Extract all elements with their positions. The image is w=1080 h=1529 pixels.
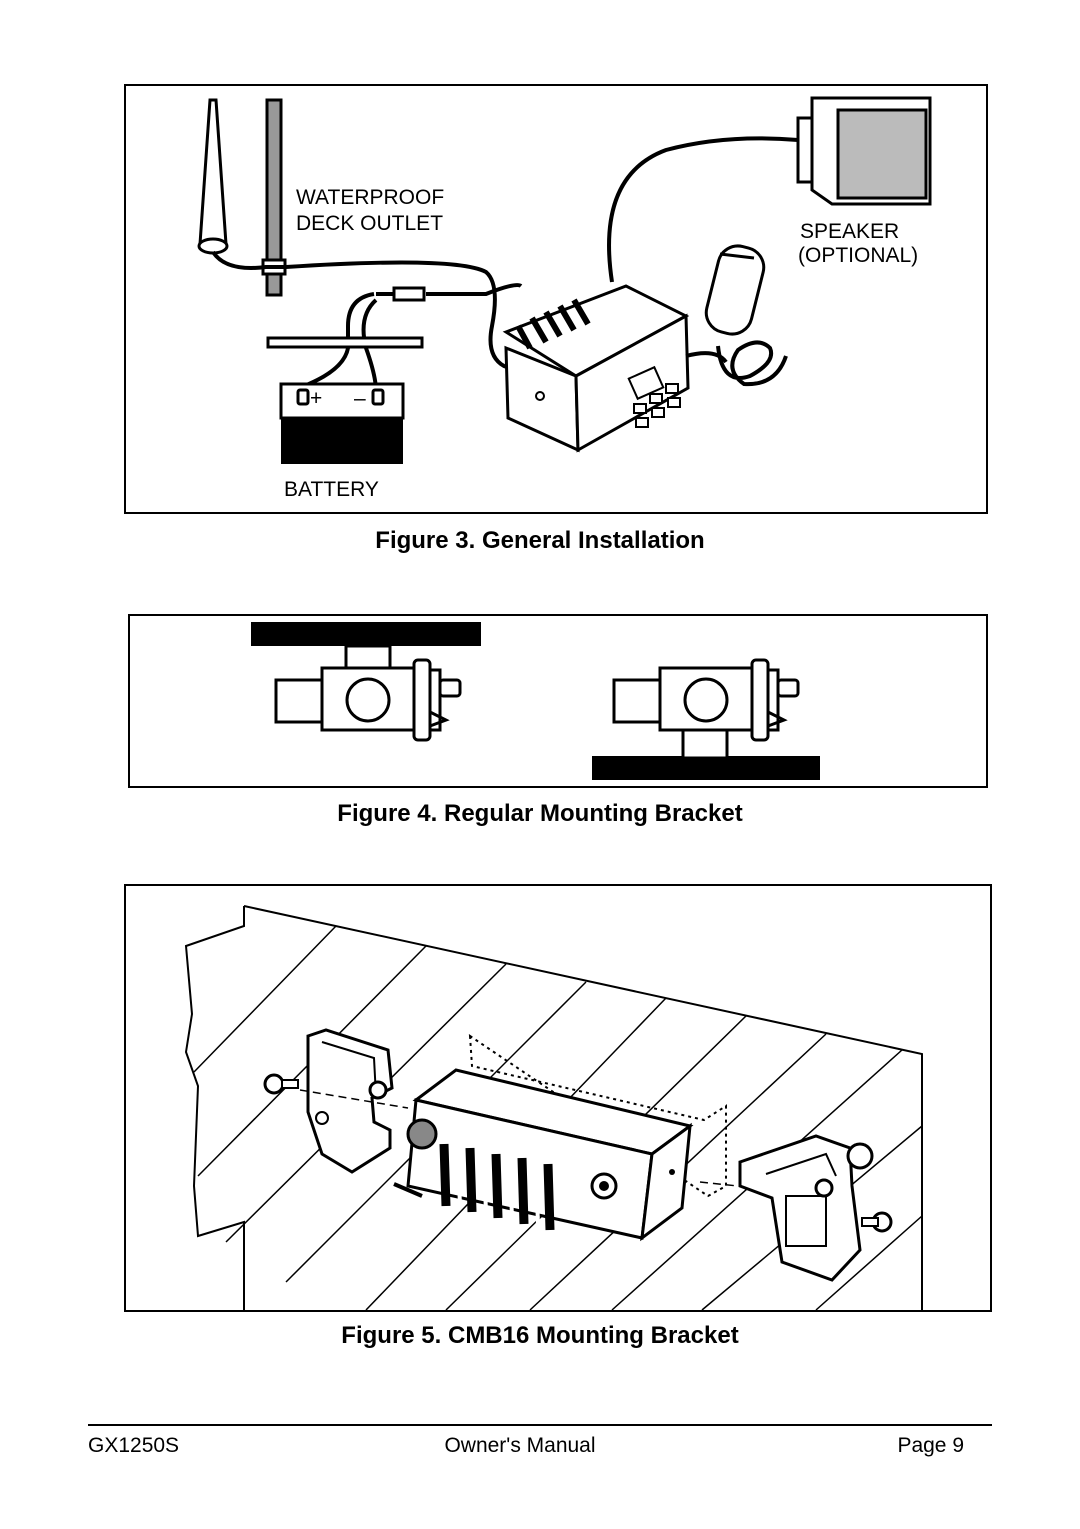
figure-5-cmb16-mounting-bracket (124, 884, 992, 1312)
left-bracket-icon (306, 1028, 394, 1174)
speaker-icon (796, 96, 932, 206)
figure-4-caption: Figure 4. Regular Mounting Bracket (337, 800, 743, 827)
radio-icon (502, 284, 690, 453)
general-installation-illustration: + – (197, 96, 932, 501)
footer-model: GX1250S (88, 1434, 180, 1457)
speaker-label-line2: (OPTIONAL) (798, 244, 918, 267)
overhead-mount-icon (251, 622, 481, 742)
microphone-icon (685, 244, 788, 387)
cmb16-bracket-illustration (184, 905, 923, 1311)
right-screw-icon (861, 1211, 893, 1233)
figure-4-regular-mounting-bracket (128, 614, 988, 788)
deck-outlet-label-line1: WATERPROOF (296, 186, 444, 209)
battery-minus-label: – (354, 387, 366, 410)
footer-divider (88, 1424, 992, 1426)
battery-label: BATTERY (284, 478, 379, 501)
mast-icon (265, 98, 283, 297)
figure-3-general-installation: + – (124, 84, 988, 514)
footer-page-number: Page 9 (897, 1434, 964, 1457)
speaker-label-line1: SPEAKER (800, 220, 899, 243)
deck-outlet-label-line2: DECK OUTLET (296, 212, 443, 235)
figure-5-caption: Figure 5. CMB16 Mounting Bracket (341, 1322, 739, 1349)
left-screw-icon (263, 1073, 299, 1095)
regular-bracket-illustration (251, 622, 820, 780)
battery-plus-label: + (310, 387, 322, 410)
antenna-icon (198, 98, 228, 246)
radio-unit-icon (393, 1068, 694, 1242)
wall-hatching (193, 925, 923, 1311)
figure-3-caption: Figure 3. General Installation (375, 527, 705, 554)
dash-mount-icon (592, 658, 820, 780)
footer-manual-title: Owner's Manual (444, 1434, 596, 1457)
right-bracket-icon (738, 1134, 874, 1282)
